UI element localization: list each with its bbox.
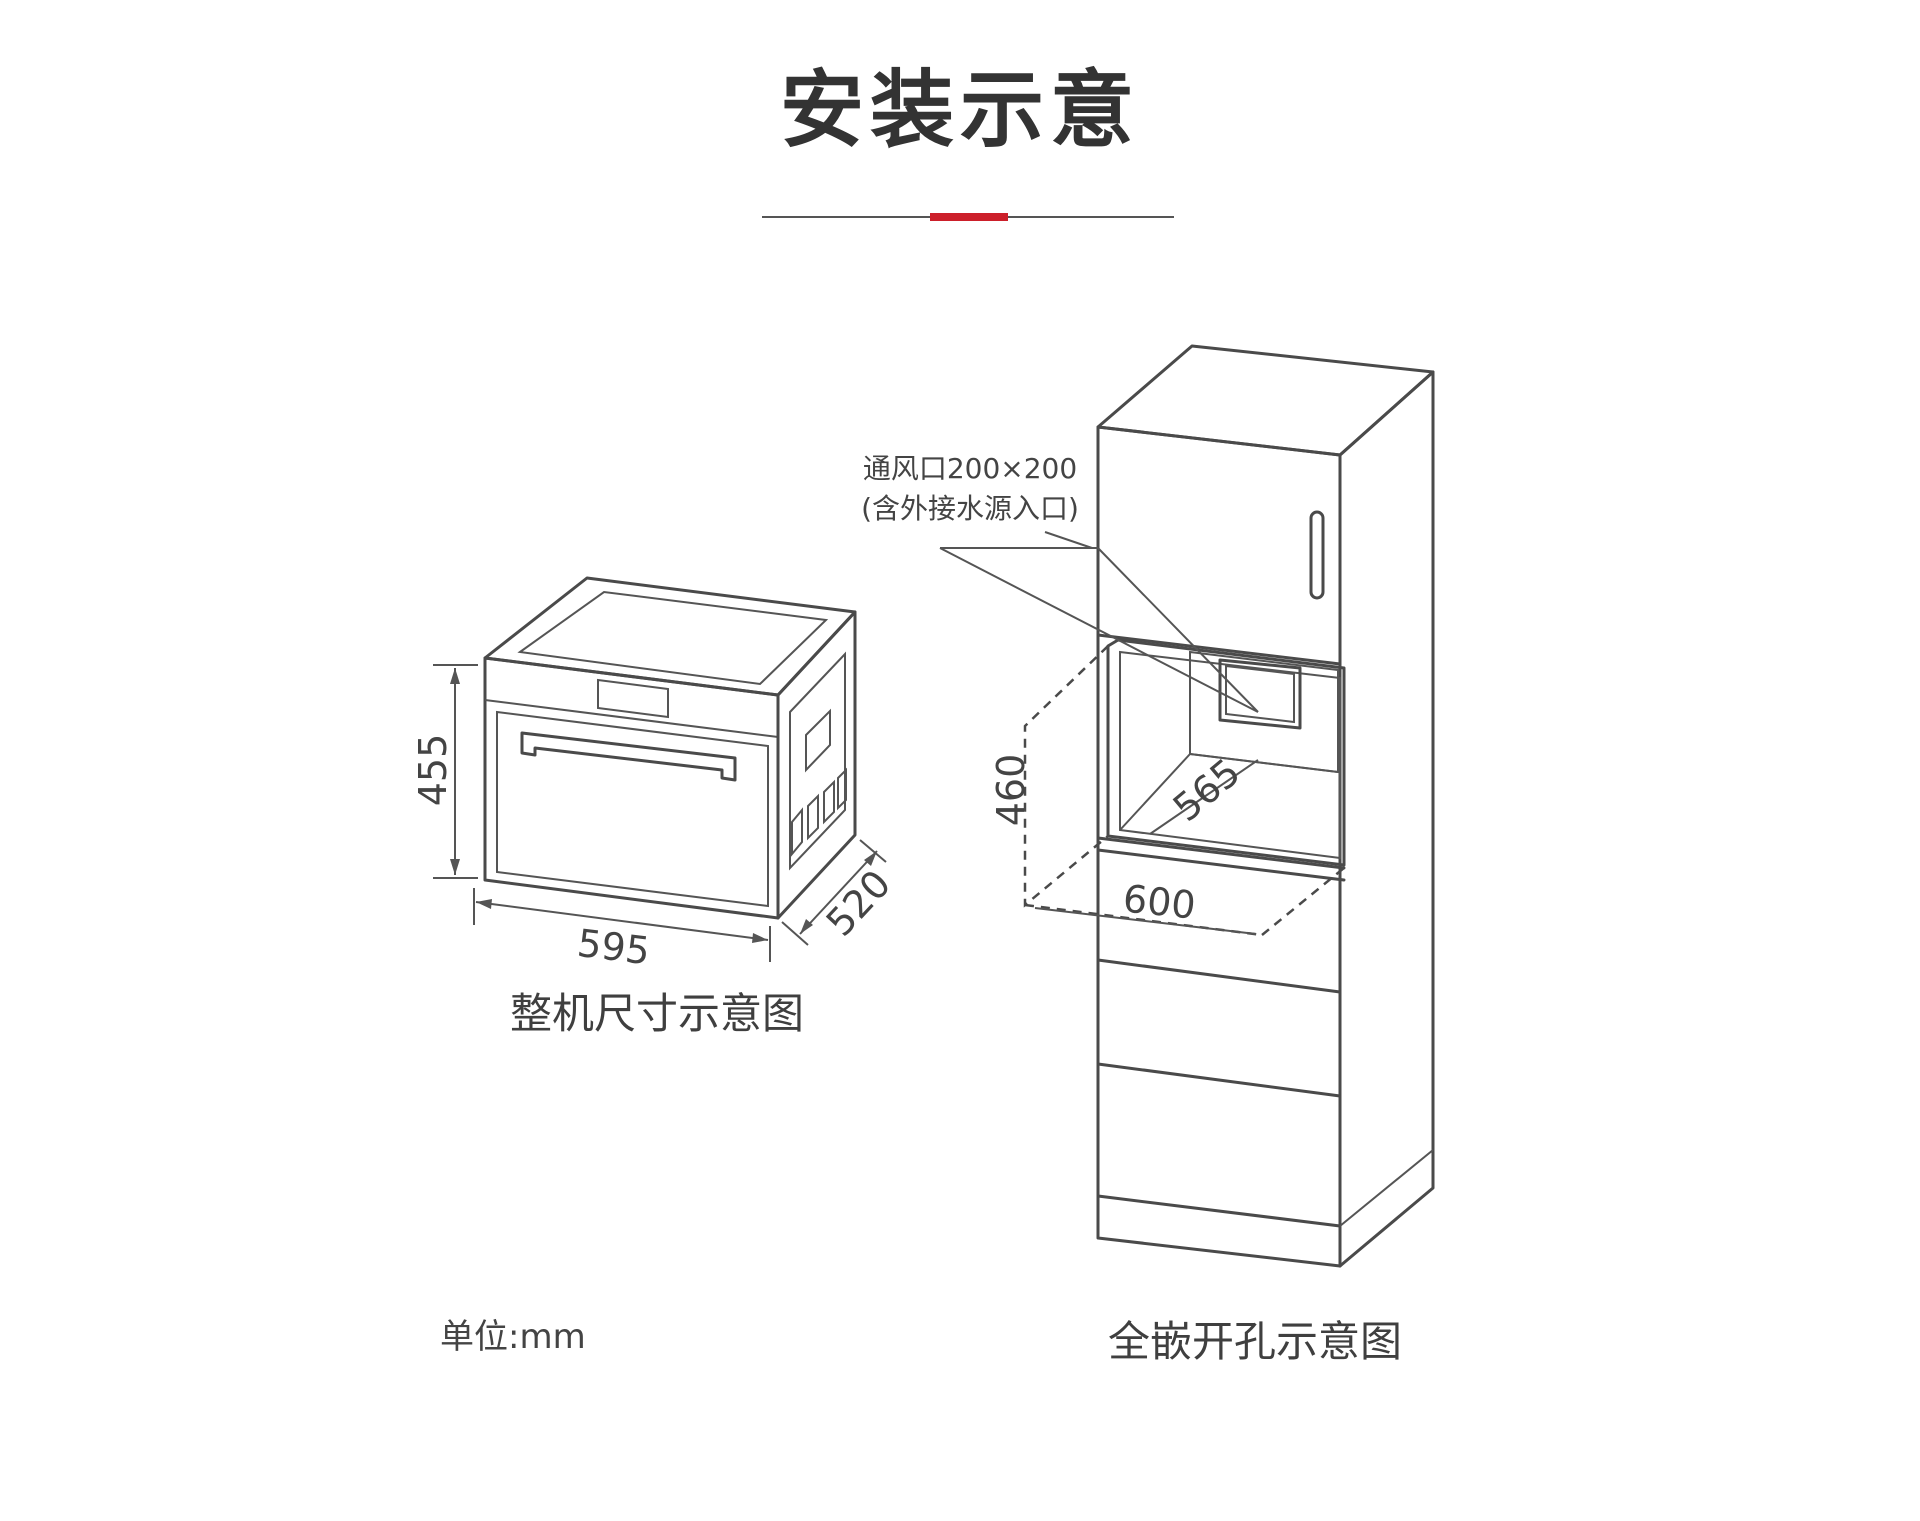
oven-control-strip [484, 699, 779, 738]
cabinet-niche-base-2 [1096, 848, 1346, 882]
oven-width-label: 595 [575, 921, 652, 974]
vent-leader-b [1097, 547, 1259, 713]
niche-floor-left [1119, 753, 1191, 831]
envelope-top [1023, 645, 1109, 908]
cabinet-door-handle [1309, 510, 1325, 600]
dim-520-line [799, 850, 878, 935]
cabinet-plinth [1096, 1194, 1342, 1228]
dim-565-line [1149, 759, 1259, 835]
oven-side-slot-3 [823, 779, 835, 825]
dim-600-line [1034, 907, 1257, 935]
oven-top-glass [517, 590, 829, 686]
oven-side-panel [789, 651, 846, 871]
oven-depth-label: 520 [818, 862, 900, 945]
dim-595-arrow-left [476, 899, 492, 909]
niche-floor-front [1189, 753, 1339, 773]
oven-front [483, 656, 780, 920]
oven-side-vent [805, 708, 831, 773]
vent-note-line2: (含外接水源入口) [861, 492, 1079, 525]
vent-leader-top [1044, 531, 1093, 549]
cabinet-upper-door-edge [1096, 633, 1342, 666]
page-title: 安装示意 [779, 61, 1140, 159]
oven-display [597, 678, 669, 719]
cabinet-plinth-side [1339, 1149, 1434, 1227]
title-divider [762, 213, 1174, 221]
dim-455-arrow-bottom [450, 859, 460, 875]
cabinet-drawing: 460 565 600 通风口200×200 (含外接水源入口) 全嵌开孔示意图 [861, 344, 1435, 1366]
dim-595-line [475, 901, 769, 941]
oven-side-slot-2 [807, 793, 819, 841]
dim-520-arrow-a [800, 919, 813, 934]
oven-height-label: 455 [411, 734, 455, 807]
envelope-right [1261, 867, 1345, 936]
cabinet-drawer-divider-2 [1096, 1062, 1342, 1098]
dim-595-arrow-right [752, 933, 768, 943]
cabinet-niche-base [1096, 836, 1346, 870]
dim-520-arrow-b [864, 851, 877, 866]
divider-accent [930, 213, 1008, 221]
dim-455-arrow-top [450, 668, 460, 684]
niche-opening [1106, 638, 1346, 867]
vent-note-line1: 通风口200×200 [863, 452, 1077, 485]
cabinet-depth-label: 565 [1165, 750, 1249, 830]
dim-520-ext-back [859, 839, 887, 863]
oven-side-slot-1 [791, 807, 803, 857]
oven-handle [520, 731, 737, 782]
oven-door [496, 710, 769, 908]
cabinet-side [1338, 370, 1435, 1268]
unit-label: 单位:mm [440, 1317, 586, 1357]
vent-opening [1218, 658, 1302, 730]
oven-drawing: 455 595 520 整机尺寸示意图 [411, 576, 900, 1038]
dim-520-ext-front [781, 921, 809, 946]
niche-frame [1119, 650, 1341, 860]
cabinet-drawer-divider-1 [1096, 958, 1342, 994]
cabinet-front [1096, 425, 1342, 1268]
cabinet-top [1096, 344, 1435, 457]
cabinet-width-label: 600 [1121, 876, 1198, 927]
oven-side [776, 610, 857, 920]
oven-side-slot-4 [837, 767, 847, 811]
cabinet-caption: 全嵌开孔示意图 [1108, 1317, 1402, 1366]
vent-opening-inner [1225, 664, 1295, 724]
oven-caption: 整机尺寸示意图 [510, 989, 804, 1038]
vent-leader-a [939, 547, 1259, 713]
cabinet-height-label: 460 [989, 754, 1033, 827]
